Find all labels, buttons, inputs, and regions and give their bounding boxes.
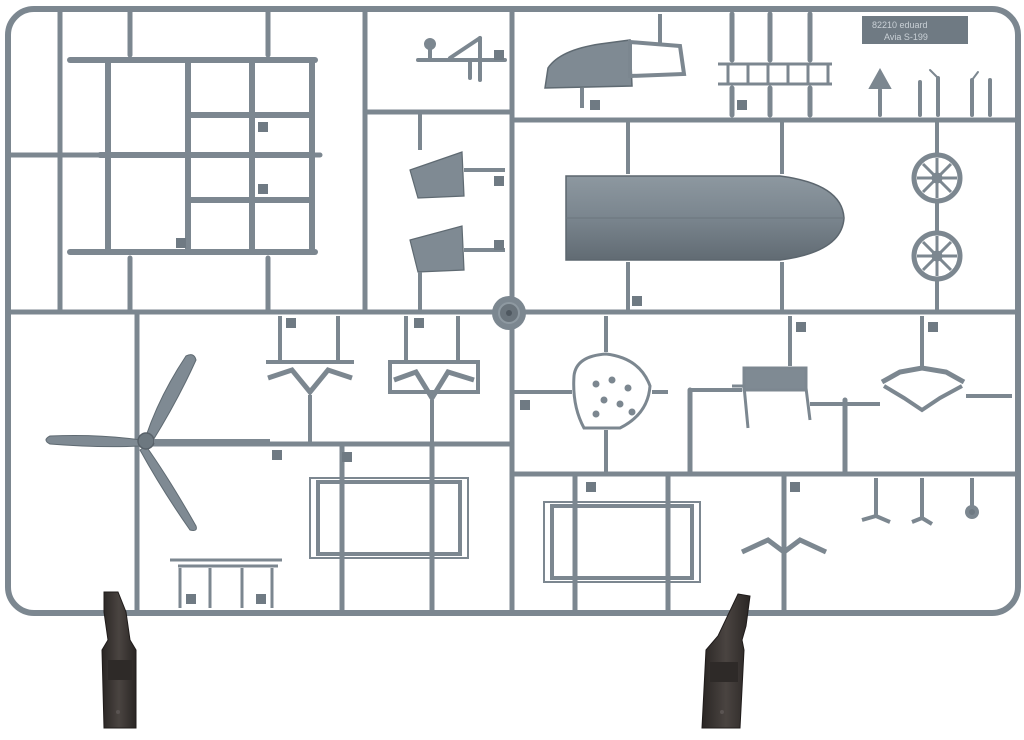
wedge-part-upper xyxy=(409,112,505,199)
small-parts-bottomright xyxy=(861,478,979,526)
tag-line-1: 82210 eduard xyxy=(872,20,928,30)
small-parts-bottomleft xyxy=(170,558,282,608)
canopy-part xyxy=(544,14,687,110)
gates-topleft xyxy=(127,9,271,313)
tag-small-rod xyxy=(494,50,504,60)
gear-part-2 xyxy=(388,316,480,442)
tag-wedge-upper xyxy=(494,176,504,186)
cockpit-frame-part xyxy=(67,57,318,255)
ladder-part xyxy=(718,62,832,86)
rect-frame-part-2 xyxy=(543,482,701,583)
small-rod-part xyxy=(416,36,507,82)
stand-clip-left xyxy=(101,591,137,729)
tag-line-2: Avia S-199 xyxy=(884,32,928,42)
gear-part-1 xyxy=(266,316,354,442)
tag-ladder xyxy=(737,100,747,110)
gates-ladder xyxy=(729,11,813,118)
sprue-id-tag: 82210 eduard Avia S-199 xyxy=(862,16,968,44)
seat-part xyxy=(690,316,880,429)
wedge-part-lower xyxy=(409,225,505,310)
propeller-part xyxy=(45,354,282,531)
part-number-tabs-topleft xyxy=(176,122,268,248)
wheel-part-upper xyxy=(911,122,963,204)
tag-wedge-lower xyxy=(494,240,504,250)
fuselage-cowling-part xyxy=(565,122,845,310)
bulkhead-part xyxy=(514,316,668,472)
wheel-part-lower xyxy=(911,201,963,310)
gear-part-4 xyxy=(740,480,828,608)
stand-clip-right xyxy=(701,593,751,729)
gear-part-3 xyxy=(880,316,1012,413)
sprue-hub xyxy=(492,296,526,330)
rect-frame-part-1 xyxy=(309,452,469,559)
small-parts-topright xyxy=(868,67,992,117)
